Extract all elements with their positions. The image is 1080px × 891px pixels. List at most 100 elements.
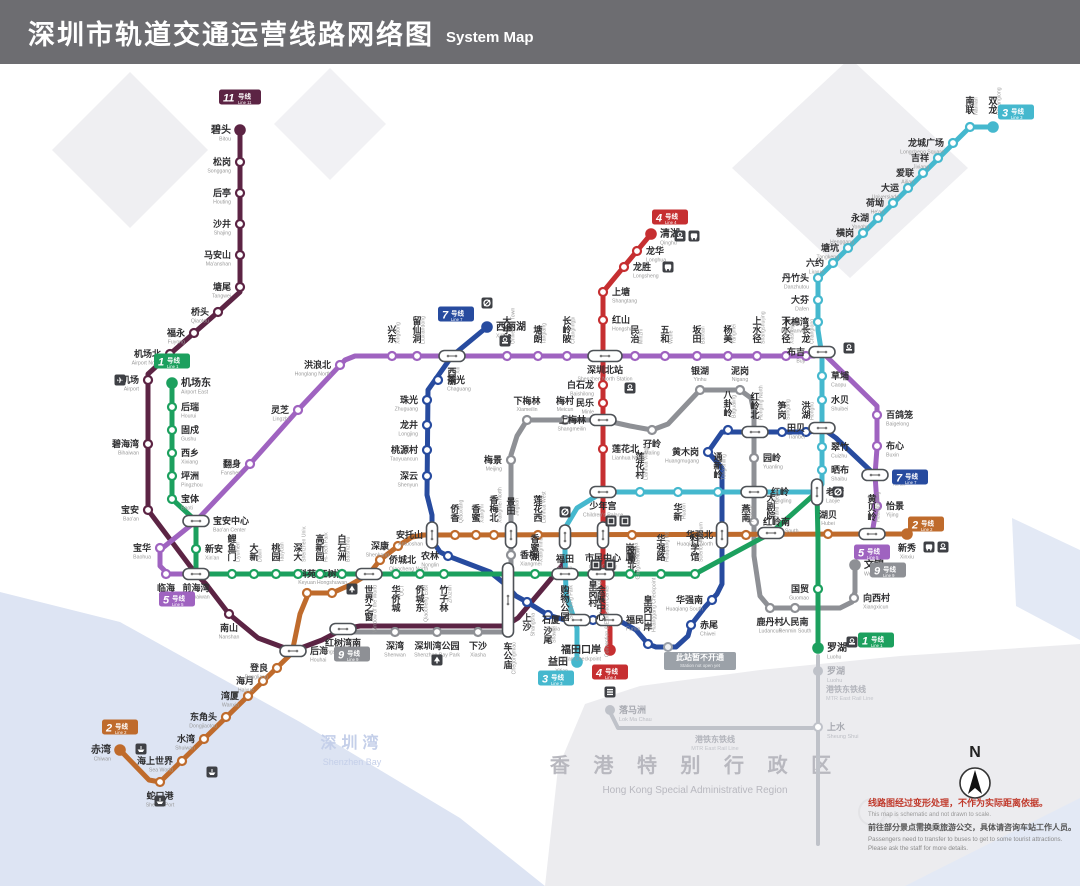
- svg-text:Children's Palace: Children's Palace: [583, 513, 623, 519]
- svg-text:Houhai: Houhai: [310, 658, 326, 664]
- svg-text:华: 华: [656, 533, 665, 544]
- rail-icon: [674, 230, 686, 242]
- svg-text:碧头: 碧头: [210, 123, 231, 136]
- svg-text:后海: 后海: [310, 645, 328, 656]
- svg-text:Shuiwan: Shuiwan: [175, 746, 195, 752]
- svg-text:Mumianwan: Mumianwan: [781, 329, 809, 335]
- svg-text:Nanshan: Nanshan: [219, 635, 240, 641]
- svg-text:Tanglang: Tanglang: [542, 323, 548, 344]
- svg-text:Bitou: Bitou: [219, 137, 231, 143]
- svg-text:Longhua: Longhua: [646, 258, 666, 264]
- svg-text:Sungang: Sungang: [786, 399, 792, 420]
- svg-text:Sea World: Sea World: [149, 768, 173, 774]
- svg-text:福永: 福永: [166, 327, 186, 338]
- svg-text:Line 3: Line 3: [551, 681, 563, 686]
- svg-text:Chiwan: Chiwan: [94, 757, 111, 763]
- diamond-top-left: [52, 72, 208, 228]
- svg-text:号线: 号线: [1011, 107, 1025, 116]
- svg-text:Lianhua North: Lianhua North: [612, 456, 645, 462]
- svg-text:湖贝: 湖贝: [819, 509, 837, 520]
- svg-text:Qiaotou: Qiaotou: [191, 319, 209, 325]
- svg-text:上塘: 上塘: [612, 286, 630, 297]
- svg-text:新: 新: [249, 551, 258, 562]
- svg-text:布心: 布心: [885, 440, 904, 451]
- svg-text:落马洲: 落马洲: [619, 704, 646, 715]
- svg-text:湖: 湖: [530, 551, 539, 562]
- svg-text:强: 强: [656, 543, 665, 553]
- svg-text:横岗: 横岗: [836, 227, 854, 238]
- rail-icon: [499, 335, 511, 347]
- svg-text:Nonglin: Nonglin: [421, 563, 439, 569]
- svg-text:福民: 福民: [625, 614, 644, 625]
- svg-text:上: 上: [752, 315, 761, 326]
- svg-text:松岗: 松岗: [213, 156, 231, 167]
- svg-text:Hubei: Hubei: [821, 521, 835, 527]
- svg-text:龙胜: 龙胜: [632, 261, 651, 272]
- svg-text:百鸽笼: 百鸽笼: [886, 409, 913, 420]
- svg-text:厦: 厦: [625, 552, 635, 562]
- svg-text:Dongjiaotou: Dongjiaotou: [189, 724, 217, 730]
- svg-text:通: 通: [713, 451, 722, 462]
- svg-text:吉祥: 吉祥: [911, 152, 929, 163]
- svg-text:号线: 号线: [172, 594, 186, 603]
- svg-text:此站暂不开通: 此站暂不开通: [676, 652, 724, 662]
- svg-text:Huanggangcun: Huanggangcun: [597, 573, 603, 608]
- svg-text:MTR East Rail Line: MTR East Rail Line: [691, 746, 738, 752]
- svg-text:Xiangxicun: Xiangxicun: [863, 605, 888, 611]
- svg-text:景: 景: [506, 497, 515, 507]
- svg-text:University Town: University Town: [511, 308, 517, 344]
- svg-text:Baohua: Baohua: [133, 555, 151, 561]
- svg-text:Shenzhen Univ.: Shenzhen Univ.: [302, 526, 308, 562]
- svg-text:Window of the World: Window of the World: [373, 585, 379, 633]
- svg-text:翠竹: 翠竹: [831, 441, 849, 452]
- svg-text:馆: 馆: [690, 551, 699, 562]
- svg-text:2: 2: [911, 520, 918, 532]
- svg-text:茶光: 茶光: [446, 374, 465, 385]
- svg-text:Shopping Park: Shopping Park: [569, 585, 575, 619]
- svg-text:西丽湖: 西丽湖: [496, 320, 526, 333]
- svg-text:厦: 厦: [627, 555, 637, 565]
- station-houhai: 后海 Houhai: [279, 644, 328, 664]
- civic-icon: [619, 515, 631, 527]
- svg-text:Tangkeng: Tangkeng: [817, 255, 840, 261]
- svg-text:Yangmei: Yangmei: [732, 324, 738, 344]
- svg-text:Gushu: Gushu: [181, 437, 196, 443]
- line-4-stations: 清湖Qinghu龙华Longhua龙胜Longsheng上塘Shangtang红…: [557, 227, 680, 663]
- svg-text:机场: 机场: [121, 374, 139, 385]
- svg-text:尾: 尾: [542, 635, 552, 645]
- svg-text:Qiaocheng East: Qiaocheng East: [424, 584, 430, 621]
- svg-text:Chaguang: Chaguang: [447, 387, 471, 393]
- svg-text:Bihaiwan: Bihaiwan: [118, 451, 139, 457]
- svg-text:新秀: 新秀: [898, 542, 916, 553]
- svg-text:Zhuguang: Zhuguang: [395, 407, 418, 413]
- svg-text:鱼: 鱼: [227, 542, 236, 553]
- svg-text:Line 2: Line 2: [921, 527, 933, 532]
- svg-text:Qiaocheng North: Qiaocheng North: [389, 567, 428, 573]
- water-bottom-left: [0, 592, 545, 886]
- svg-text:OCT: OCT: [400, 584, 406, 596]
- svg-text:Zhuzilin: Zhuzilin: [448, 585, 454, 603]
- svg-text:高: 高: [315, 533, 324, 544]
- svg-text:福田: 福田: [555, 553, 574, 564]
- svg-text:Science Museum: Science Museum: [699, 522, 705, 562]
- svg-text:荷坳: 荷坳: [865, 197, 884, 208]
- svg-text:湖: 湖: [801, 409, 810, 420]
